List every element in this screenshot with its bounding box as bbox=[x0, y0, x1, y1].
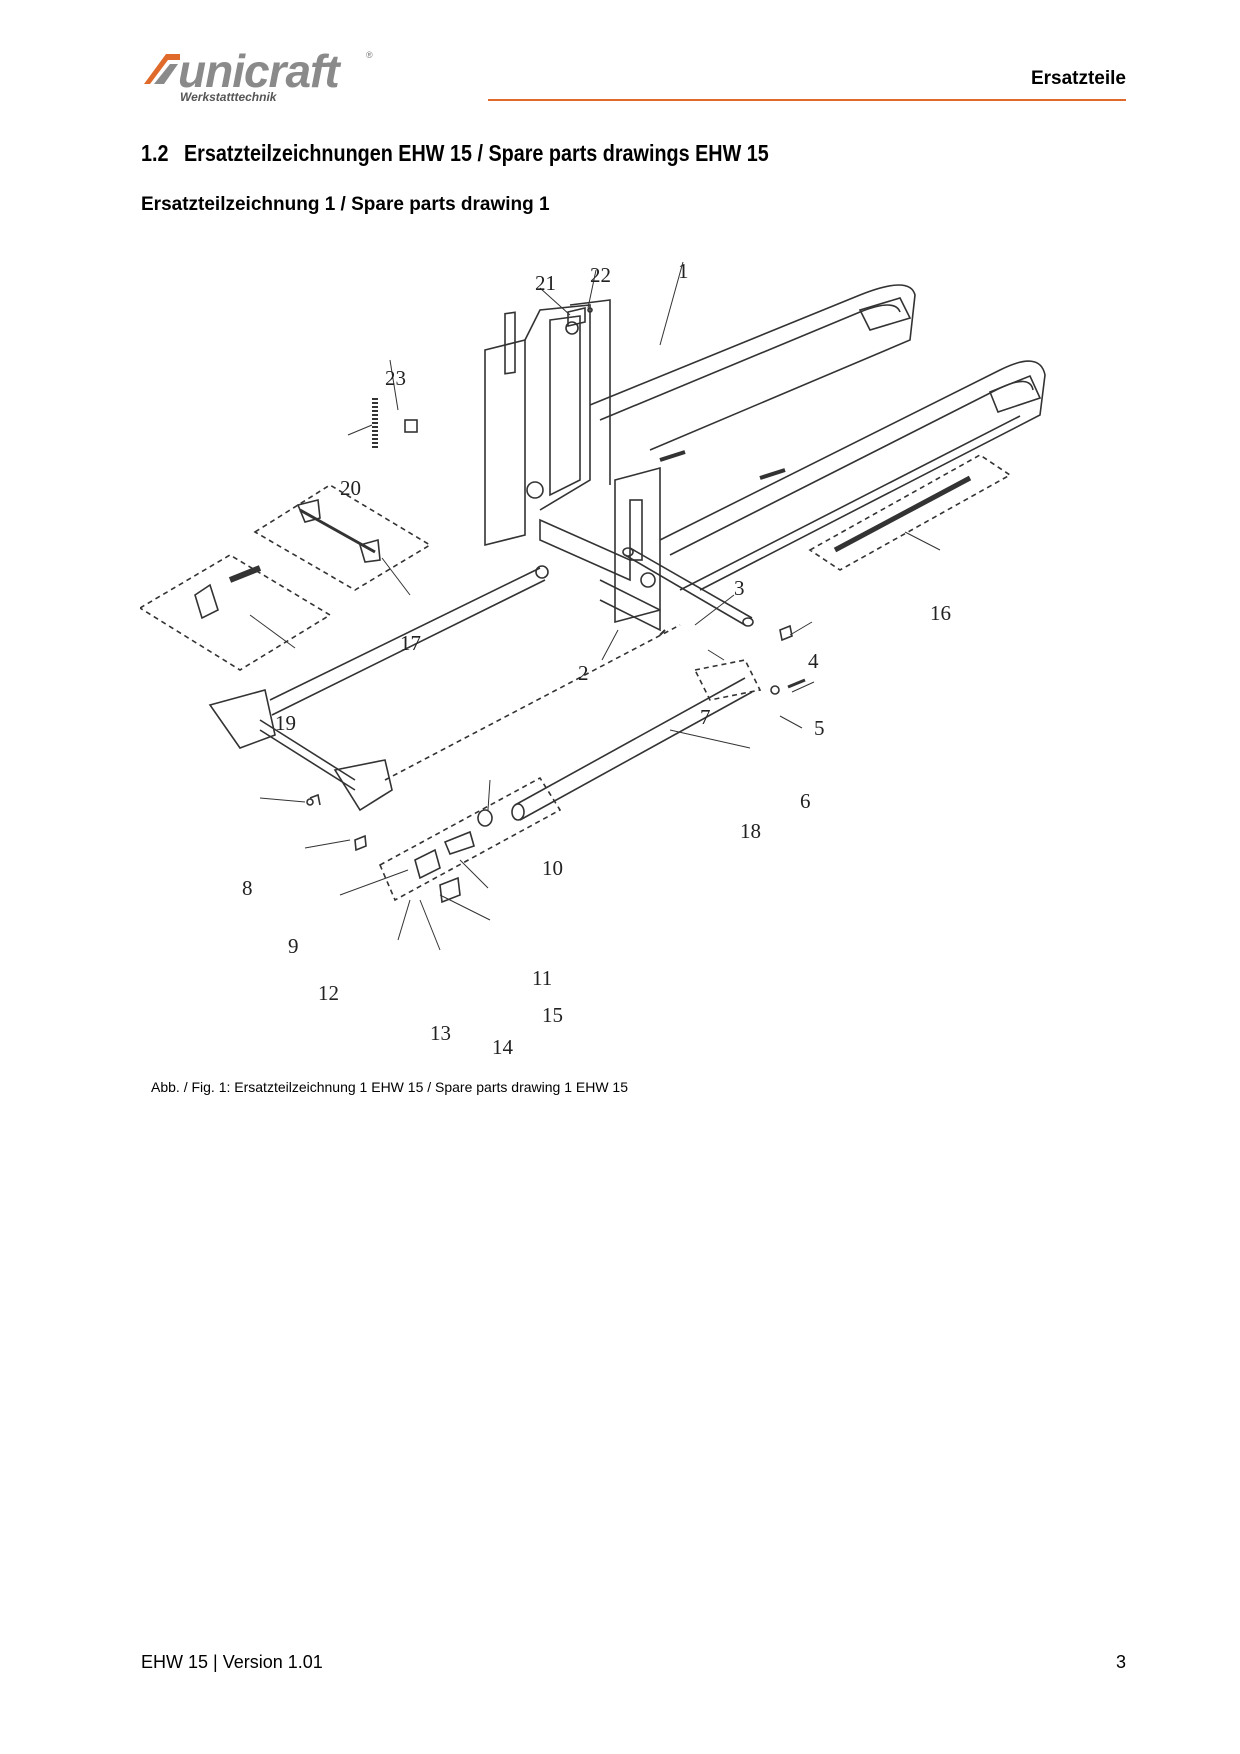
part-label-21: 21 bbox=[535, 271, 556, 295]
part-label-9: 9 bbox=[288, 934, 299, 958]
fork-frame bbox=[484, 284, 1046, 632]
part-label-19: 19 bbox=[275, 711, 296, 735]
section-title: 1.2 Ersatzteilzeichnungen EHW 15 / Spare … bbox=[141, 140, 769, 167]
small-parts bbox=[306, 629, 806, 904]
figure-caption: Abb. / Fig. 1: Ersatzteilzeichnung 1 EHW… bbox=[151, 1079, 628, 1095]
push-rod-upper bbox=[208, 565, 549, 812]
part-label-4: 4 bbox=[808, 649, 819, 673]
part-label-17: 17 bbox=[400, 631, 421, 655]
spare-parts-drawing: 1 2 3 4 5 6 7 8 9 10 11 12 13 14 15 16 1… bbox=[138, 250, 1130, 1080]
part-number-labels: 1 2 3 4 5 6 7 8 9 10 11 12 13 14 15 16 1… bbox=[242, 259, 951, 1059]
part-label-8: 8 bbox=[242, 876, 253, 900]
part-label-5: 5 bbox=[814, 716, 825, 740]
part-label-18: 18 bbox=[740, 819, 761, 843]
leader-lines bbox=[249, 261, 941, 951]
part-label-7: 7 bbox=[700, 705, 711, 729]
footer-document-version: EHW 15 | Version 1.01 bbox=[141, 1652, 323, 1672]
logo-registered-mark: ® bbox=[366, 50, 373, 60]
push-rod-lower bbox=[511, 659, 762, 821]
part-label-10: 10 bbox=[542, 856, 563, 880]
logo-wordmark: unicraft bbox=[178, 45, 340, 97]
linkage-part-19 bbox=[138, 554, 332, 671]
footer-page-number: 3 bbox=[1115, 1652, 1126, 1672]
part-label-22: 22 bbox=[590, 263, 611, 287]
subsection-title: Ersatzteilzeichnung 1 / Spare parts draw… bbox=[141, 194, 550, 215]
part-label-2: 2 bbox=[578, 661, 589, 685]
part-label-15: 15 bbox=[542, 1003, 563, 1027]
spring-part-20 bbox=[372, 398, 418, 450]
header-section-label: Ersatzteile bbox=[1030, 68, 1126, 89]
axle-part-3 bbox=[622, 547, 793, 642]
part-label-16: 16 bbox=[930, 601, 951, 625]
bracket-part-21 bbox=[567, 306, 593, 328]
header-divider bbox=[488, 99, 1126, 101]
logo-mark-icon bbox=[144, 54, 180, 84]
linkage-part-17 bbox=[253, 484, 432, 591]
rod-part-16 bbox=[808, 454, 1012, 571]
part-label-14: 14 bbox=[492, 1035, 514, 1059]
unicraft-logo: unicraft ® Werkstatttechnik bbox=[140, 46, 380, 108]
part-label-13: 13 bbox=[430, 1021, 451, 1045]
part-label-3: 3 bbox=[734, 576, 745, 600]
part-label-1: 1 bbox=[678, 259, 689, 283]
logo-subtitle: Werkstatttechnik bbox=[180, 90, 277, 104]
part-label-6: 6 bbox=[800, 789, 811, 813]
part-label-11: 11 bbox=[532, 966, 552, 990]
section-number: 1.2 bbox=[141, 140, 169, 166]
section-title-text: Ersatzteilzeichnungen EHW 15 / Spare par… bbox=[183, 140, 769, 166]
part-label-12: 12 bbox=[318, 981, 339, 1005]
part-label-20: 20 bbox=[340, 476, 361, 500]
part-label-23: 23 bbox=[385, 366, 406, 390]
